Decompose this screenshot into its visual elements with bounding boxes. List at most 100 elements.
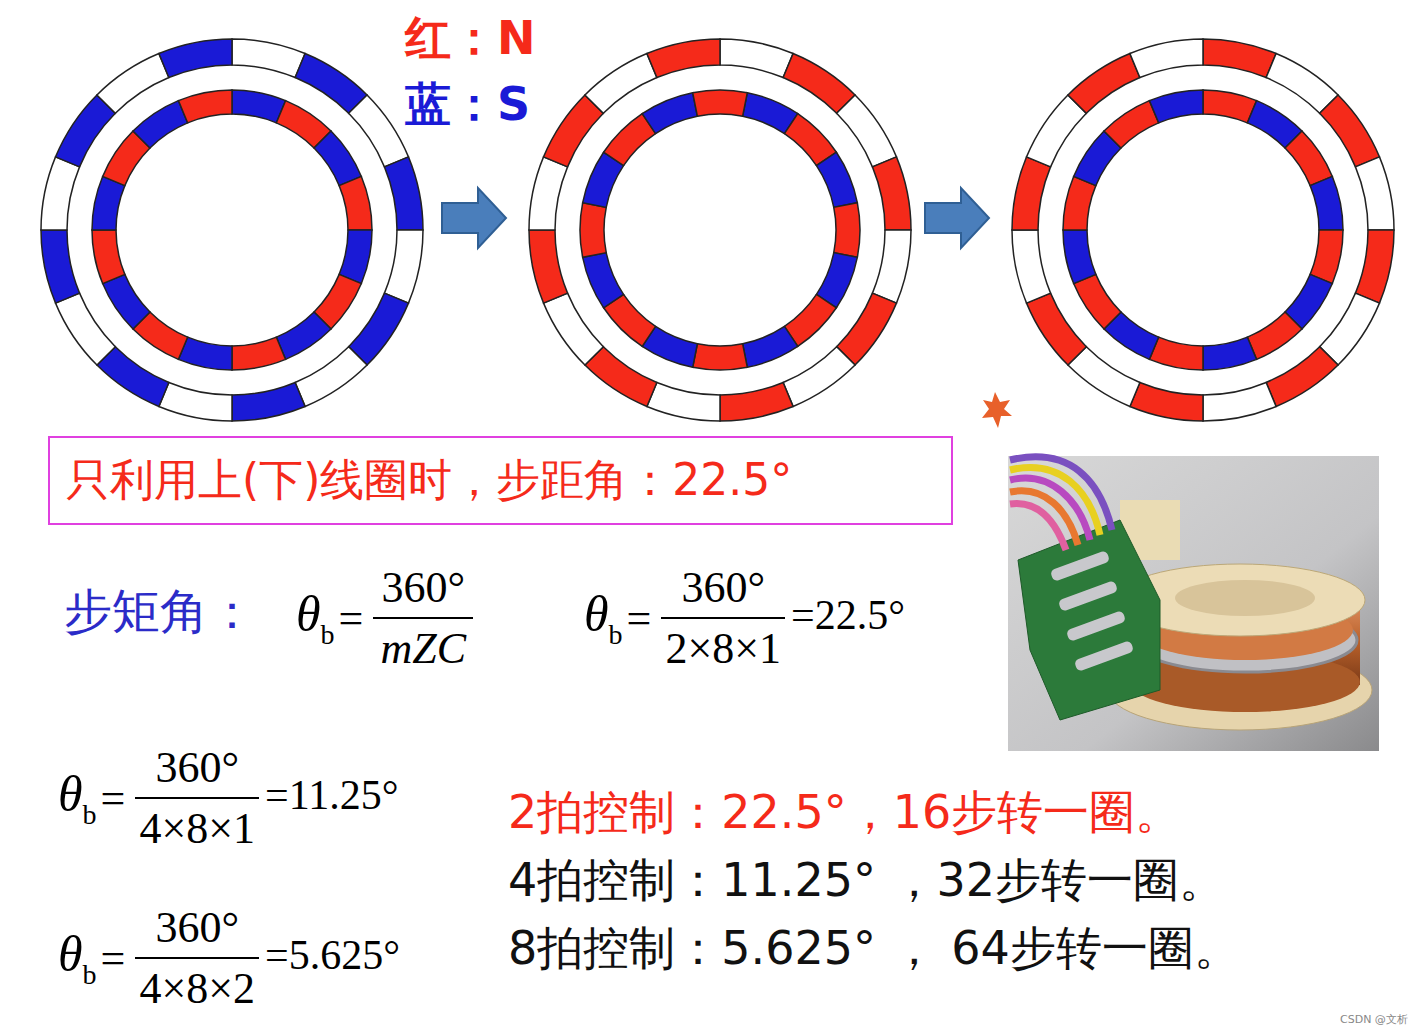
denominator: 2×8×1 [661, 623, 785, 674]
ring-segment [92, 230, 125, 284]
ring-segment [1063, 230, 1096, 284]
ring-segment [41, 157, 80, 230]
legend-text: 蓝：S [405, 77, 530, 131]
ring-segment [159, 382, 232, 421]
ring-segment [583, 253, 624, 308]
stator-rotor-rings [41, 39, 1394, 421]
ring-segment [544, 95, 604, 167]
control-note: 2拍控制：22.5°，16步转一圈。 [508, 782, 1181, 844]
ring-segment [276, 312, 331, 359]
ring-segment [544, 293, 604, 365]
ring-segment [783, 347, 855, 407]
ring-segment [314, 131, 361, 186]
ring-segment [1203, 90, 1257, 123]
ring-segment [1266, 54, 1338, 114]
formula: θb=360°2×8×1=22.5° [584, 562, 905, 674]
theta-symbol: θ [296, 586, 321, 642]
ring-segment [720, 39, 793, 78]
fraction-bar [135, 797, 259, 799]
denominator: 4×8×1 [135, 803, 259, 854]
denominator: 4×8×2 [135, 963, 259, 1014]
ring-segment [872, 157, 911, 230]
ring-segment [56, 95, 116, 167]
ring-segment [97, 54, 169, 114]
motor-photo [1008, 456, 1379, 751]
ring-segment [1203, 382, 1276, 421]
ring-segment [529, 157, 568, 230]
ring-segment [1285, 131, 1332, 186]
ring-segment [133, 101, 188, 148]
watermark: CSDN @文析 [1340, 1012, 1408, 1027]
ring-segment [1355, 230, 1394, 303]
ring-segment [384, 230, 423, 303]
equals-sign: = [339, 593, 364, 644]
note-box: 只利用上(下)线圈时，步距角：22.5° [48, 436, 953, 525]
control-note: 8拍控制：5.625° ， 64步转一圈。 [508, 918, 1240, 980]
ring-segment [232, 90, 286, 123]
ring-segment [349, 95, 409, 167]
ring-segment [1068, 54, 1140, 114]
ring-segment [1310, 230, 1343, 284]
ring-segment [837, 95, 897, 167]
ring-segment [872, 230, 911, 303]
equals-sign: = [627, 593, 652, 644]
ring-segment [783, 54, 855, 114]
ring-segment [1310, 176, 1343, 230]
ring-segment [295, 347, 367, 407]
ring-segment [580, 203, 606, 258]
fraction: 360° 4×8×2 [135, 902, 259, 1014]
ring-segment [1247, 312, 1302, 359]
formula: θb=360°4×8×1=11.25° [58, 742, 398, 854]
theta-b: θb [584, 585, 623, 651]
equals-sign: = [101, 773, 126, 824]
ring-segment [1012, 230, 1051, 303]
theta-b: θb [58, 765, 97, 831]
formula-heading: 步矩角： [64, 580, 256, 644]
ring-segment [585, 347, 657, 407]
ring-segment [1130, 39, 1203, 78]
ring-segment [178, 90, 232, 123]
numerator: 360° [147, 902, 247, 953]
fraction: 360°mZC [373, 562, 473, 674]
fraction: 360° 2×8×1 [661, 562, 785, 674]
theta-symbol: θ [58, 926, 83, 982]
ring-segment [295, 54, 367, 114]
theta-b: θb [296, 585, 335, 651]
fraction-bar [135, 957, 259, 959]
numerator: 360° [373, 562, 473, 613]
note-text: 只利用上(下)线圈时，步距角：22.5° [66, 451, 792, 510]
ring-segment [1063, 176, 1096, 230]
legend-swatch: 蓝：S [405, 74, 530, 134]
ring-segment [585, 54, 657, 114]
step-arrow [442, 188, 506, 248]
ring-segment [1074, 274, 1121, 329]
result-value: =5.625° [265, 931, 400, 979]
ring-segment [1149, 337, 1203, 370]
ring-segment [178, 337, 232, 370]
numerator: 360° [673, 562, 773, 613]
formula: θb=360°4×8×2=5.625° [58, 902, 400, 1014]
ring-segment [529, 230, 568, 303]
theta-symbol: θ [584, 586, 609, 642]
ring-segment [41, 230, 80, 303]
legend-swatch: 红：N [405, 8, 536, 68]
ring-segment [642, 93, 697, 134]
ring-segment [97, 347, 169, 407]
fraction-bar [661, 617, 785, 619]
theta-symbol: θ [58, 766, 83, 822]
ring-segment [232, 382, 305, 421]
ring-segment [647, 382, 720, 421]
ring-segment [1203, 39, 1276, 78]
numerator: 360° [147, 742, 247, 793]
equals-sign: = [101, 933, 126, 984]
ring-segment [743, 326, 798, 367]
subscript: b [321, 619, 335, 650]
ring-segment [647, 39, 720, 78]
ring-segment [232, 337, 286, 370]
formula: θb=360°mZC [296, 562, 479, 674]
ring-segment [693, 344, 748, 370]
ring-segment [1149, 90, 1203, 123]
ring-segment [232, 39, 305, 78]
ring-segment [1320, 95, 1380, 167]
ring-segment [1203, 337, 1257, 370]
